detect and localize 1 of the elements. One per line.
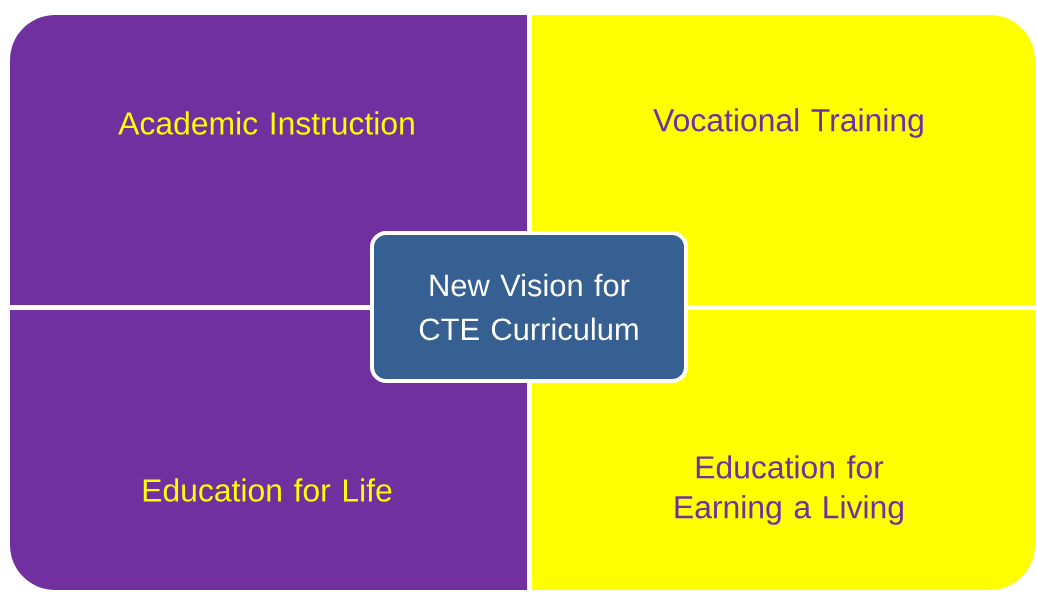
center-box: New Vision for CTE Curriculum: [370, 231, 688, 383]
